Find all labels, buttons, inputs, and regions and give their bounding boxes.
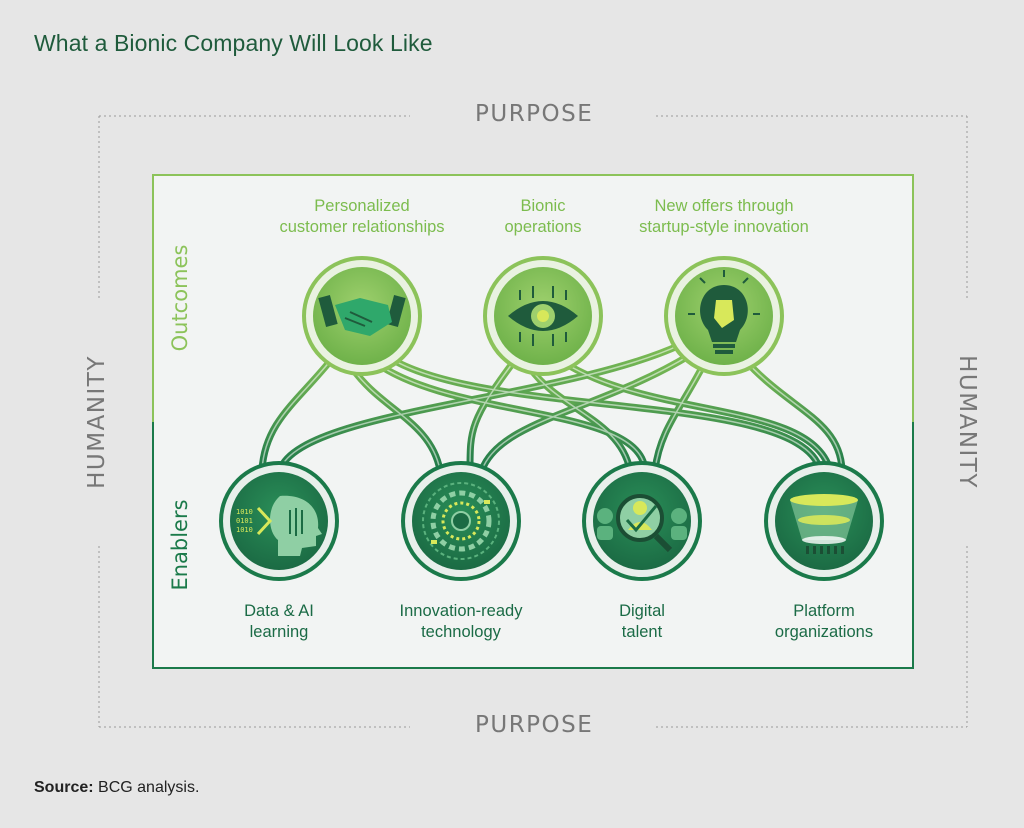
enabler-caption-technology: Innovation-ready technology — [399, 602, 523, 641]
enabler-caption-platform: Platform organizations — [774, 602, 874, 641]
enablers-border — [152, 422, 914, 669]
outcome-circle-innovation — [664, 256, 784, 376]
inner-panel — [153, 175, 913, 668]
outcomes-section-label: Outcomes — [168, 244, 192, 352]
source-text: BCG analysis. — [98, 779, 200, 796]
enabler-caption-talent: Digital talent — [619, 602, 665, 641]
source-note: Source: BCG analysis. — [34, 779, 199, 797]
purpose-label-bottom: PURPOSE — [475, 712, 594, 738]
page-title: What a Bionic Company Will Look Like — [34, 30, 433, 56]
outcome-circle-operations — [483, 256, 603, 376]
enablers-section-label: Enablers — [168, 499, 192, 591]
data-head-icon: 1010 0101 1010 — [236, 495, 322, 556]
enabler-circle-platform — [764, 461, 884, 581]
svg-text:0101: 0101 — [236, 517, 253, 525]
svg-text:1010: 1010 — [236, 508, 253, 516]
lightbulb-head-icon — [688, 270, 760, 354]
talent-magnifier-icon — [597, 494, 687, 553]
svg-text:1010: 1010 — [236, 526, 253, 534]
enabler-circle-talent — [582, 461, 702, 581]
outcomes-border — [152, 174, 914, 422]
outcome-circle-customer — [302, 256, 422, 376]
connection-ropes — [258, 341, 846, 474]
source-label: Source: — [34, 779, 94, 796]
circuit-eye-icon — [508, 286, 578, 346]
enabler-caption-data-ai: Data & AI learning — [244, 602, 314, 641]
platform-funnel-icon — [790, 494, 858, 554]
tech-dial-icon — [422, 482, 500, 560]
purpose-label-top: PURPOSE — [475, 101, 594, 127]
enabler-circle-technology — [401, 461, 521, 581]
outcome-caption-customer: Personalized customer relationships — [279, 197, 445, 236]
outcome-caption-innovation: New offers through startup-style innovat… — [639, 197, 809, 236]
enabler-circle-data-ai: 1010 0101 1010 — [219, 461, 339, 581]
purpose-humanity-frame — [98, 115, 968, 728]
handshake-icon — [318, 294, 406, 336]
outcome-caption-operations: Bionic operations — [504, 197, 582, 236]
